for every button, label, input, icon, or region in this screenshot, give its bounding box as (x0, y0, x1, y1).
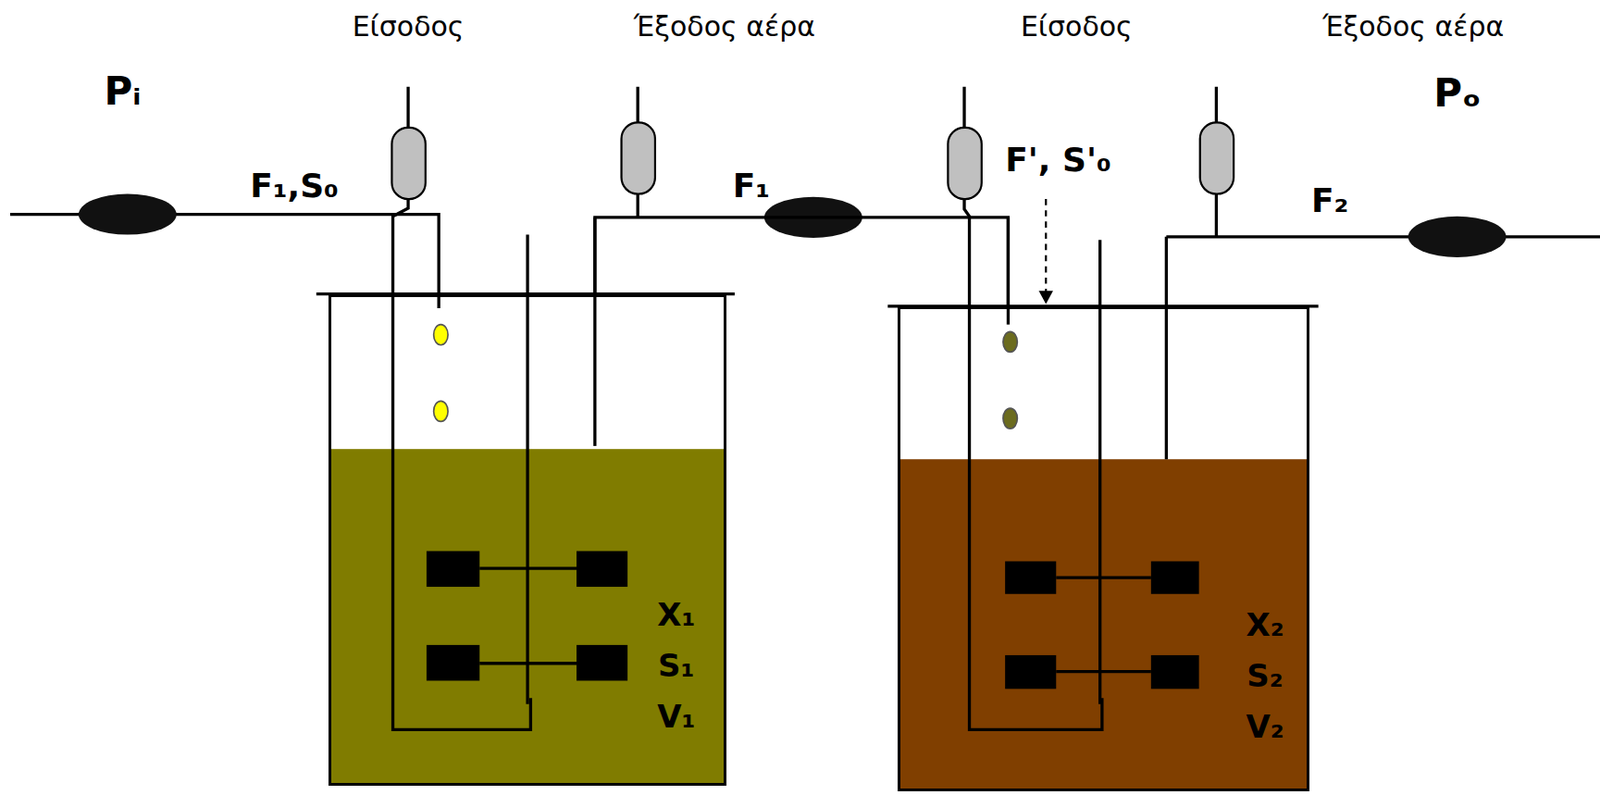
air-filter (391, 127, 425, 199)
variable-symbol: X₂ (1245, 599, 1284, 651)
air-filter (621, 122, 656, 194)
impeller-arm (1055, 577, 1152, 671)
impeller-arm (479, 568, 577, 664)
variable-symbol: S₁ (657, 640, 695, 692)
variable-symbol: X₁ (657, 589, 695, 641)
filter-stem (636, 191, 640, 218)
outlet-pipe (1165, 191, 1600, 459)
feed-drop (1003, 331, 1018, 352)
feed-drop (434, 324, 448, 346)
air-filter (1200, 122, 1234, 194)
flow-symbol: Pₒ (1433, 73, 1481, 114)
flow-symbol: F₁,S₀ (249, 168, 339, 204)
stirrer-shaft (1098, 239, 1102, 705)
impeller-blade (426, 550, 480, 587)
impeller-blade (576, 550, 628, 587)
feed-drop (434, 400, 448, 422)
impeller-blade (1151, 560, 1200, 594)
impeller-blade (576, 644, 628, 682)
impeller-blade (426, 644, 480, 682)
air-filters (391, 122, 1234, 199)
filter-stem (408, 86, 1216, 128)
bioreactor-vessel: X₁S₁V₁ (328, 294, 727, 786)
bioreactor-vessel: X₂S₂V₂ (897, 306, 1309, 792)
air-filter (947, 127, 981, 199)
flow-symbol: Pᵢ (103, 71, 141, 112)
air-sparger-pipe (393, 196, 532, 731)
arrow-head (1039, 290, 1054, 304)
variable-symbol: V₂ (1245, 701, 1284, 753)
port-label: Είσοδος (352, 12, 465, 42)
flow-symbol: F', S'₀ (1004, 142, 1112, 178)
extra-feed-arrow (1044, 198, 1047, 292)
port-label: Είσοδος (1020, 12, 1133, 42)
pumps (78, 194, 1507, 258)
transfer-pipe (595, 217, 1009, 307)
impeller-blade (1151, 655, 1200, 689)
port-label: Έξοδος αέρα (1322, 12, 1504, 42)
broth-liquid (900, 458, 1308, 789)
state-variables: X₂S₂V₂ (1245, 599, 1284, 753)
pump-symbol (1408, 216, 1507, 258)
flow-symbol: F₁ (732, 168, 770, 204)
variable-symbol: S₂ (1246, 650, 1283, 702)
feed-drop (1003, 408, 1018, 429)
impeller-blade (1004, 560, 1056, 594)
impeller-blades (426, 550, 1200, 689)
flow-symbol: F₂ (1311, 183, 1349, 219)
port-label: Έξοδος αέρα (633, 12, 816, 42)
variable-symbol: V₁ (657, 691, 695, 743)
stirrer-shaft (525, 235, 529, 705)
air-sparger-pipe (964, 198, 1103, 730)
impeller-blade (1004, 655, 1056, 689)
pipework (10, 86, 1600, 731)
pump-symbol (78, 194, 177, 236)
state-variables: X₁S₁V₁ (657, 589, 695, 743)
